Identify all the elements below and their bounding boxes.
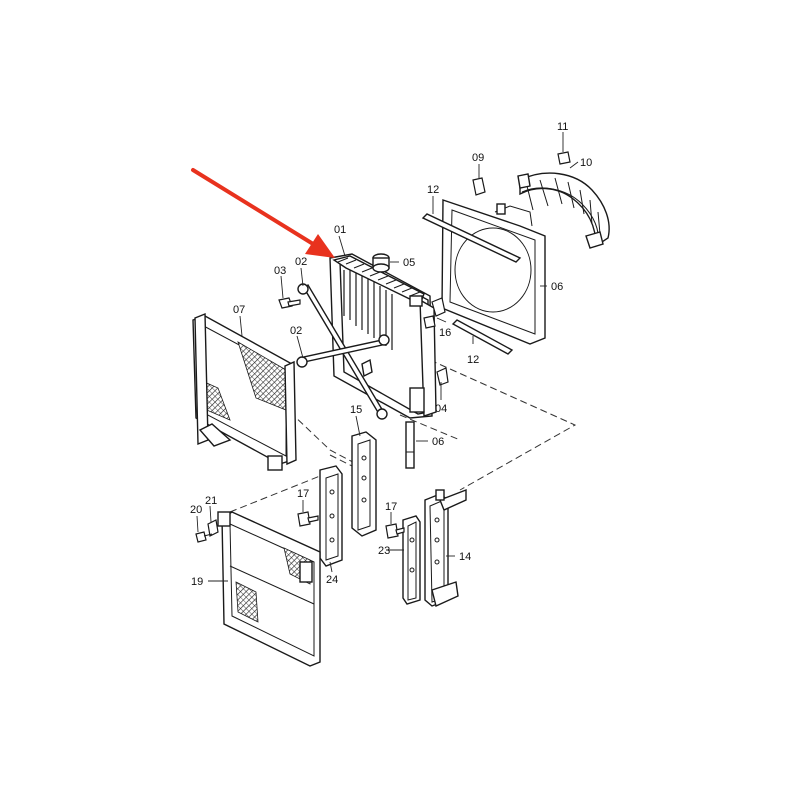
- bracket-23: [402, 515, 421, 605]
- callout-09: 09: [472, 152, 484, 164]
- arrow-shaft: [191, 168, 320, 249]
- bolt-11: [557, 151, 571, 165]
- callout-14: 14: [459, 551, 471, 563]
- stay-rods: [296, 283, 390, 420]
- leader-lines: [196, 132, 579, 582]
- fasteners-20-21: [195, 519, 219, 543]
- radiator-cap: [372, 253, 390, 273]
- callout-10: 10: [580, 157, 592, 169]
- callout-23: 23: [378, 545, 390, 557]
- callout-12-lower: 12: [467, 354, 479, 366]
- callout-20: 20: [190, 504, 202, 516]
- red-indicator-arrow: [191, 168, 335, 258]
- oil-cooler: [192, 312, 297, 471]
- callout-11: 11: [557, 121, 568, 133]
- callout-16: 16: [439, 327, 451, 339]
- callout-05: 05: [403, 257, 415, 269]
- callout-07: 07: [233, 304, 245, 316]
- callout-04: 04: [435, 403, 447, 415]
- callout-02-upper: 02: [295, 256, 307, 268]
- callout-17-right: 17: [385, 501, 397, 513]
- arrow-head: [305, 234, 335, 258]
- callout-03: 03: [274, 265, 286, 277]
- bracket-24: [319, 465, 343, 567]
- bolts-17: [297, 511, 405, 539]
- callout-labels: 01 02 02 03 04 05 06 06 07 09 10 11 12 1…: [190, 121, 592, 588]
- bolts-04-16: [423, 297, 449, 386]
- mounting-bracket-14: [424, 488, 467, 607]
- callout-17-left: 17: [297, 488, 309, 500]
- callout-15: 15: [350, 404, 362, 416]
- fan-shroud-ring: [517, 172, 610, 249]
- pin-06: [405, 421, 415, 469]
- callout-21: 21: [205, 495, 217, 507]
- callout-06-shroud: 06: [551, 281, 563, 293]
- front-grille-panel: [217, 511, 321, 667]
- bracket-15: [351, 431, 377, 537]
- bolt-09: [472, 177, 486, 196]
- callout-24: 24: [326, 574, 338, 586]
- bolt-03: [278, 297, 301, 309]
- callout-01: 01: [334, 224, 346, 236]
- callout-06-pin: 06: [432, 436, 444, 448]
- callout-19: 19: [191, 576, 203, 588]
- callout-02-lower: 02: [290, 325, 302, 337]
- callout-12-upper: 12: [427, 184, 439, 196]
- shroud-rods: [421, 213, 522, 355]
